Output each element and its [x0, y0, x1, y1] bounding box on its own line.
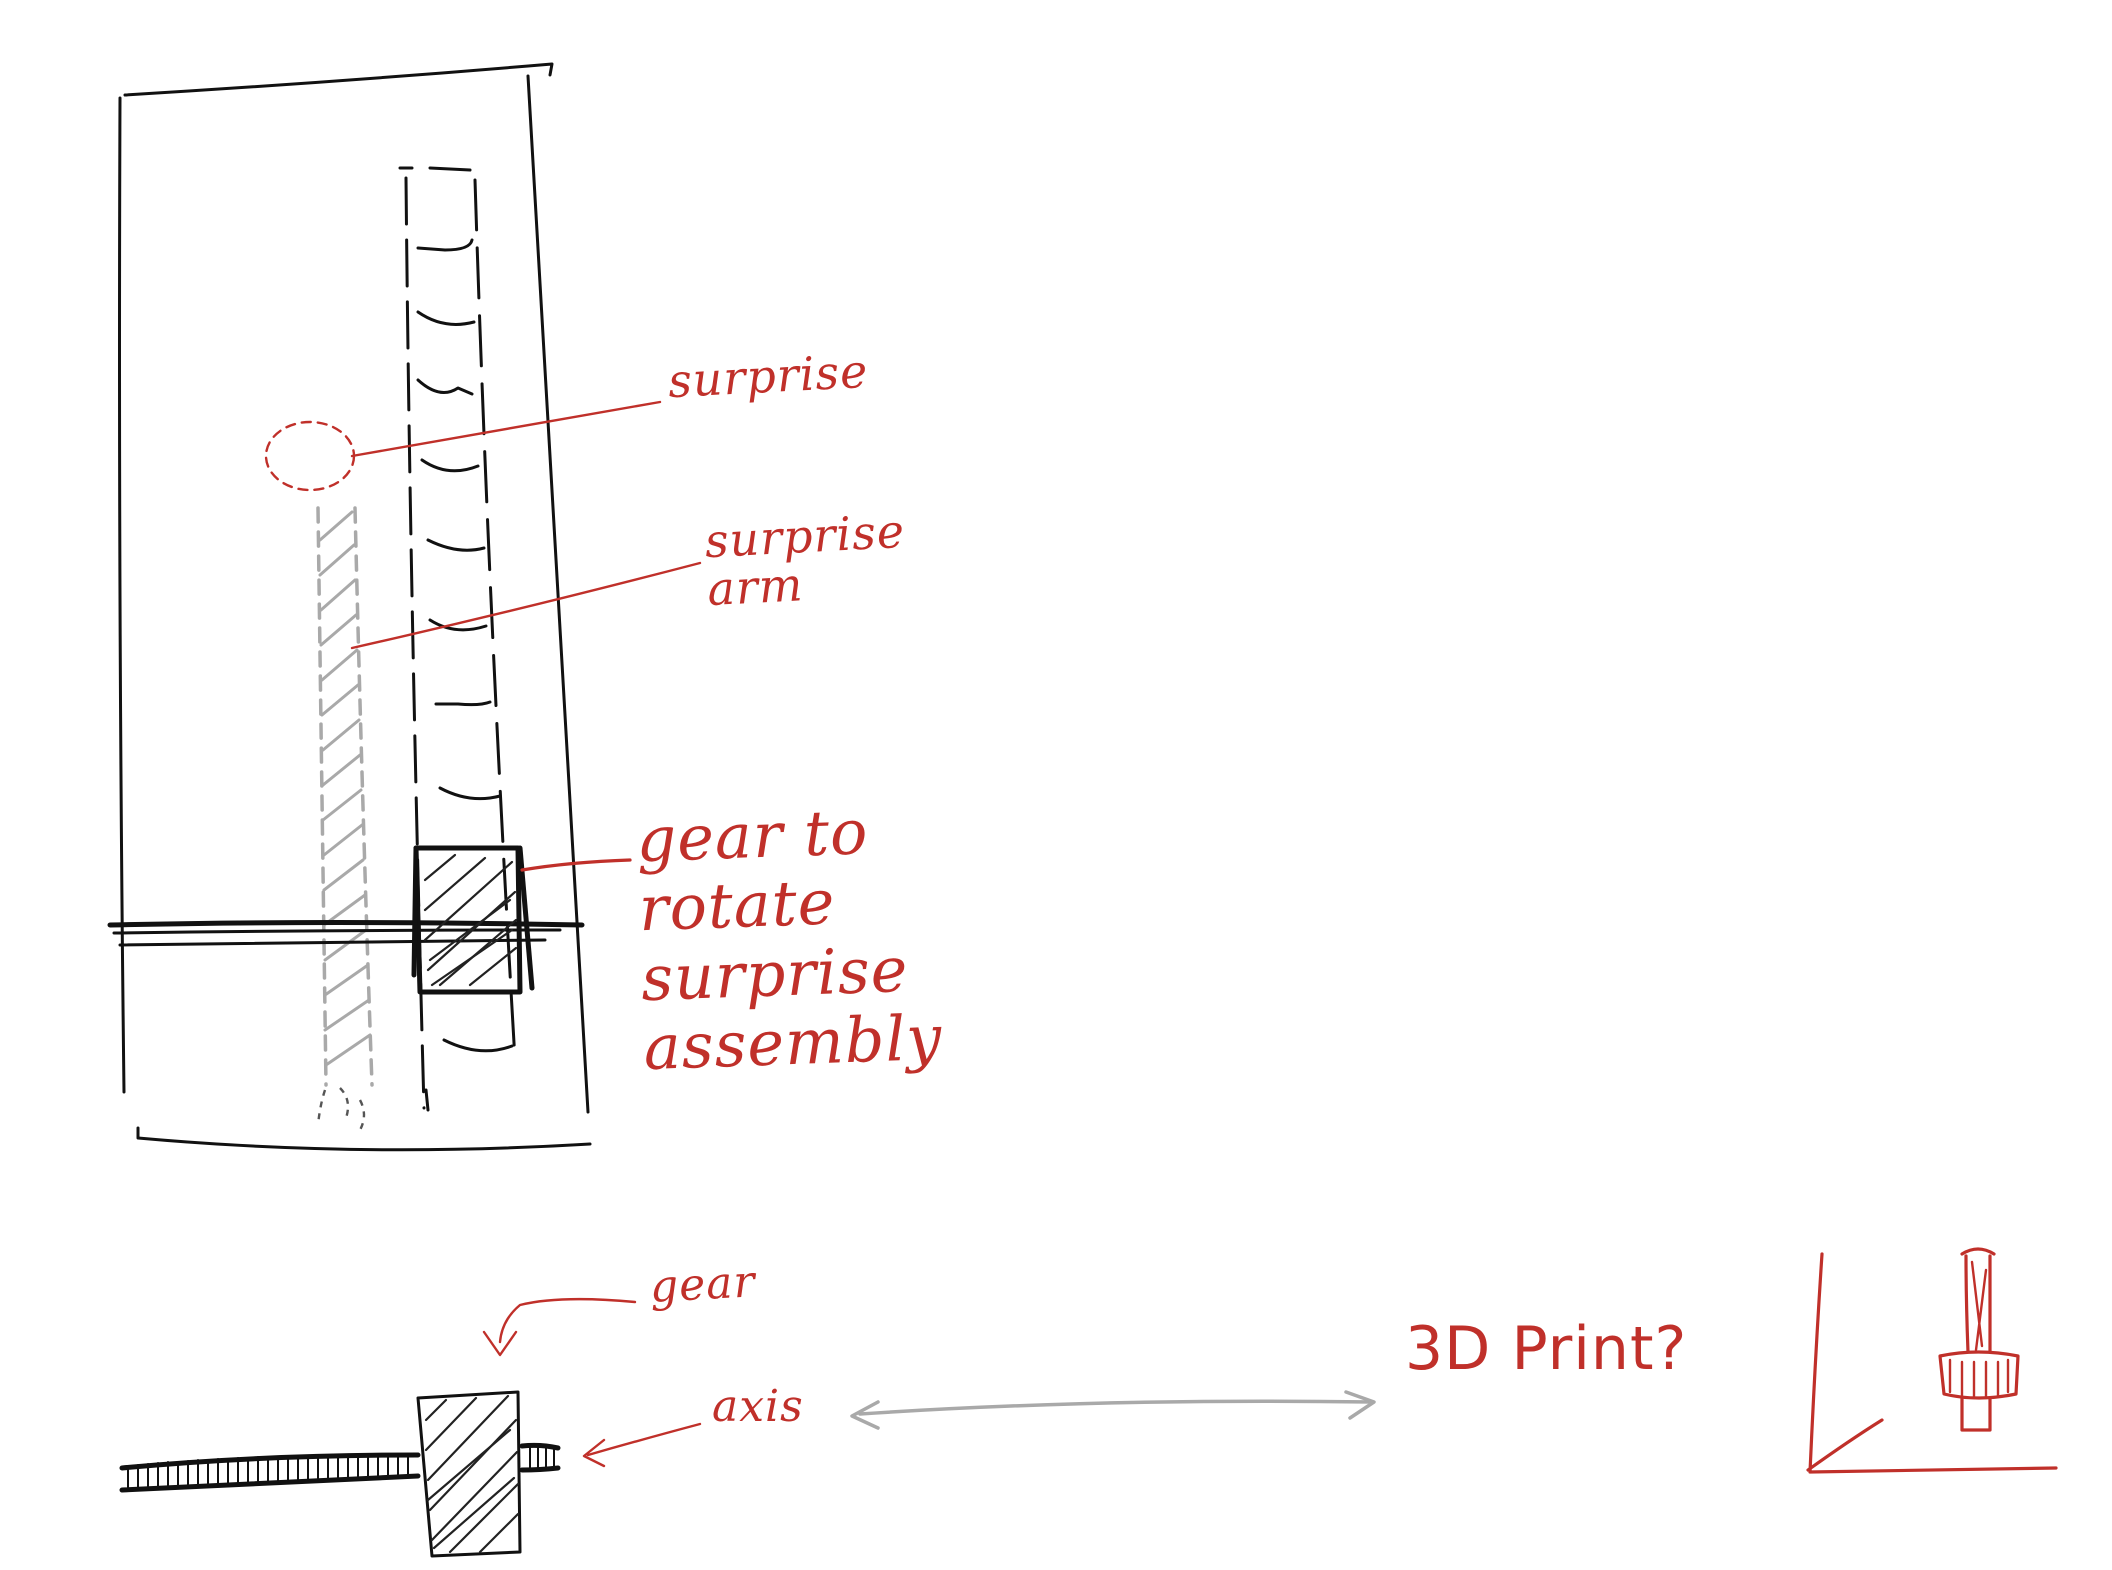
double-arrow: [852, 1392, 1374, 1428]
label-axis: axis: [712, 1384, 804, 1430]
gear-block: [414, 848, 532, 992]
label-3d-print: 3D Print?: [1405, 1318, 1687, 1381]
detail-axis-gear: [122, 1392, 558, 1556]
label-surprise-arm: surprise arm: [704, 507, 909, 614]
label-surprise: surprise: [667, 347, 869, 406]
label-gear-to-rotate: gear to rotate surprise assembly: [635, 795, 943, 1083]
horizontal-axle: [110, 923, 582, 946]
print-axes-sketch: [1808, 1249, 2056, 1472]
label-gear: gear: [649, 1259, 757, 1311]
surprise-circle: [266, 422, 354, 490]
surprise-arm: [318, 508, 372, 1130]
